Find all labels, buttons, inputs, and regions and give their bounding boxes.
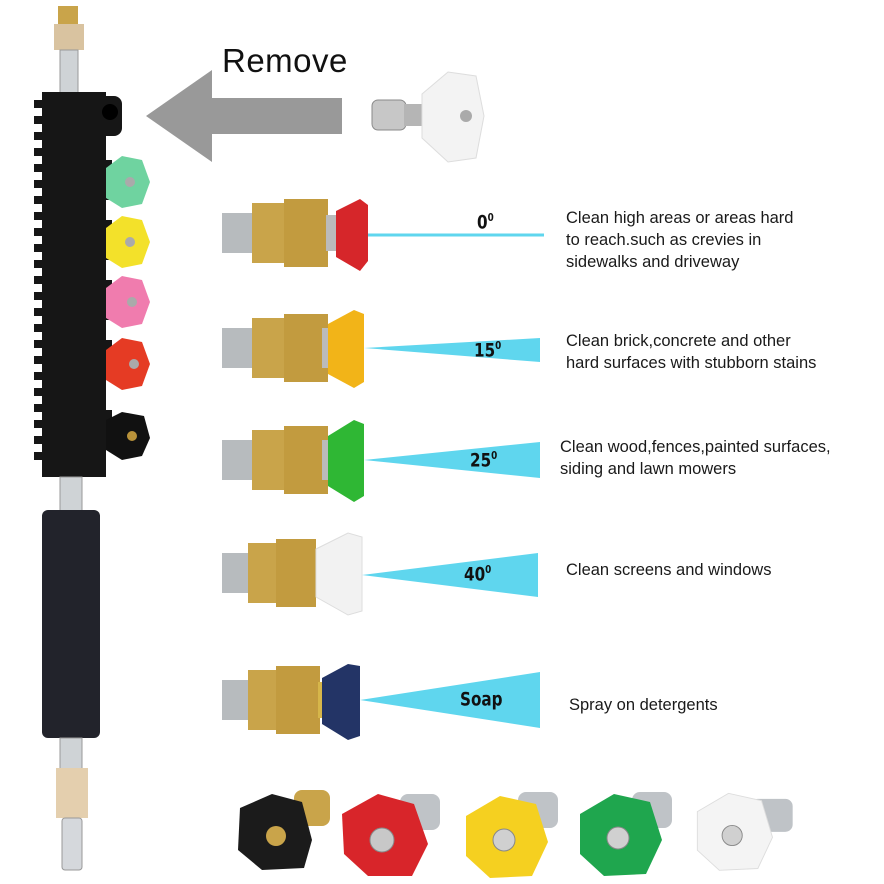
description-line: Clean screens and windows bbox=[566, 561, 772, 579]
brass-coupler-white-nozzle bbox=[222, 532, 538, 616]
nozzle-row-40deg: 400 bbox=[222, 525, 562, 625]
spray-angle-label: 250 bbox=[470, 449, 498, 472]
nozzle-soap-description: Spray on detergents bbox=[569, 694, 718, 716]
nozzle-row-soap: Soap bbox=[222, 652, 562, 752]
spray-wand bbox=[34, 6, 150, 871]
description-line: hard surfaces with stubborn stains bbox=[566, 354, 817, 372]
nozzle-row-15deg: 150 bbox=[222, 300, 562, 400]
description-line: Spray on detergents bbox=[569, 696, 718, 714]
description-line: Clean high areas or areas hard bbox=[566, 209, 794, 227]
nozzle-row-0deg: 00 bbox=[222, 185, 562, 285]
description-line: to reach.such as crevies in bbox=[566, 231, 762, 249]
spray-angle-label: 00 bbox=[477, 211, 494, 234]
remove-label: Remove bbox=[222, 42, 348, 79]
green-25deg-nozzle bbox=[580, 792, 672, 876]
spray-angle-label: 400 bbox=[464, 563, 492, 586]
description-line: siding and lawn mowers bbox=[560, 460, 737, 478]
red-0deg-nozzle bbox=[342, 794, 440, 876]
description-line: sidewalks and driveway bbox=[566, 253, 740, 271]
brass-coupler-blue-nozzle bbox=[222, 664, 540, 740]
arrow-left-icon bbox=[146, 70, 342, 162]
spray-angle-label: 150 bbox=[474, 339, 502, 362]
brass-coupler-yellow-nozzle bbox=[222, 310, 540, 388]
description-line: Clean wood,fences,painted surfaces, bbox=[560, 438, 831, 456]
yellow-15deg-nozzle bbox=[466, 792, 558, 878]
nozzle-25-description: Clean wood,fences,painted surfaces, sidi… bbox=[560, 436, 831, 480]
description-line: Clean brick,concrete and other bbox=[566, 332, 791, 350]
white-40deg-nozzle bbox=[696, 792, 793, 871]
nozzle-40-description: Clean screens and windows bbox=[566, 559, 771, 581]
brass-coupler-green-nozzle bbox=[222, 420, 540, 502]
spray-type-label: Soap bbox=[460, 688, 503, 711]
brass-coupler-red-nozzle bbox=[222, 199, 544, 271]
nozzle-0-description: Clean high areas or areas hard to reach.… bbox=[566, 207, 793, 273]
nozzle-row-25deg: 250 bbox=[222, 412, 562, 512]
white-nozzle-removed bbox=[371, 71, 485, 163]
black-soap-nozzle bbox=[238, 790, 330, 870]
nozzle-15-description: Clean brick,concrete and other hard surf… bbox=[566, 330, 816, 374]
